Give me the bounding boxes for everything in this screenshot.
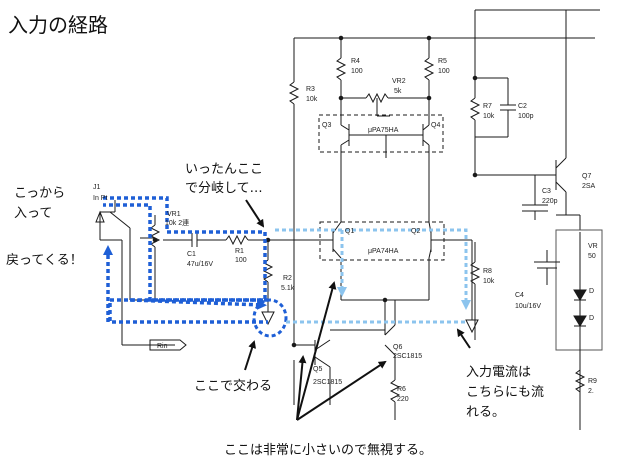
label-vr1-value: 10k 2連 (165, 218, 189, 227)
label-q7: Q7 (582, 173, 591, 180)
annotation-current-1: 入力電流は (466, 365, 531, 380)
label-c3: C3 (542, 188, 551, 195)
label-q7-value: 2SA (582, 183, 596, 190)
wiring (95, 9, 603, 430)
input-path-dark (103, 196, 268, 324)
label-q6-value: 2SC1815 (393, 353, 422, 360)
label-q4: Q4 (431, 122, 440, 129)
annotation-branch-2: で分岐して… (185, 181, 263, 196)
annotation-arrows (244, 199, 471, 421)
label-r5-value: 100 (438, 68, 450, 75)
label-r4-value: 100 (351, 68, 363, 75)
label-r4: R4 (351, 58, 360, 65)
annotations: こっから 入って 戻ってくる！ いったんここ で分岐して… ここで交わる 入力電… (6, 162, 544, 458)
label-r1-value: 100 (235, 257, 247, 264)
label-r5: R5 (438, 58, 447, 65)
label-q5-value: 2SC1815 (313, 379, 342, 386)
label-q12-value: μPA74HA (368, 248, 399, 255)
label-r9-value: 2. (588, 388, 594, 395)
label-r1: R1 (235, 248, 244, 255)
label-c4: C4 (515, 292, 524, 299)
label-c1: C1 (187, 251, 196, 258)
label-vr-right-value: 50 (588, 253, 596, 260)
label-d-a: D (589, 288, 594, 295)
label-q1: Q1 (345, 228, 354, 235)
label-rin: Rin (157, 343, 168, 350)
label-c2: C2 (518, 103, 527, 110)
label-r3: R3 (306, 86, 315, 93)
label-r2: R2 (283, 275, 292, 282)
label-vr-right: VR (588, 243, 598, 250)
label-r6: R6 (397, 386, 406, 393)
label-vr1: VR1 (167, 211, 181, 218)
label-c4-value: 10u/16V (515, 303, 541, 310)
annotation-cross: ここで交わる (194, 378, 272, 394)
annotation-branch-1: いったんここ (185, 162, 263, 177)
label-q5: Q5 (313, 366, 322, 373)
label-j1: J1 (93, 184, 101, 191)
label-q3: Q3 (322, 122, 331, 129)
label-q2: Q2 (411, 228, 420, 235)
label-vr2: VR2 (392, 78, 406, 85)
label-r2-value: 5.1k (281, 285, 295, 292)
input-path-light (275, 228, 471, 324)
annotation-current-3: れる。 (466, 405, 505, 420)
annotation-enter-1: こっから (14, 186, 65, 201)
label-r7: R7 (483, 103, 492, 110)
label-j1-value: In Pt (93, 195, 107, 202)
annotation-current-2: こちらにも流 (466, 385, 544, 400)
label-r9: R9 (588, 378, 597, 385)
crossing-highlight (252, 298, 288, 338)
page-title: 入力の経路 (8, 13, 108, 37)
label-r7-value: 10k (483, 113, 495, 120)
annotation-enter-2: 入って (14, 206, 52, 221)
label-r3-value: 10k (306, 96, 318, 103)
component-labels: J1 In Pt VR1 10k 2連 C1 47u/16V R1 100 R2… (93, 58, 598, 403)
label-c1-value: 47u/16V (187, 261, 213, 268)
label-c3-value: 220p (542, 198, 558, 205)
label-d-b: D (589, 315, 594, 322)
label-r8: R8 (483, 268, 492, 275)
label-r8-value: 10k (483, 278, 495, 285)
annotation-return: 戻ってくる！ (6, 253, 83, 268)
label-vr2-value: 5k (394, 88, 402, 95)
annotation-ignore: ここは非常に小さいので無視する。 (224, 443, 432, 458)
label-q6: Q6 (393, 344, 402, 351)
label-r6-value: 220 (397, 396, 409, 403)
label-q34-value: μPA75HA (368, 127, 399, 134)
label-c2-value: 100p (518, 113, 534, 120)
